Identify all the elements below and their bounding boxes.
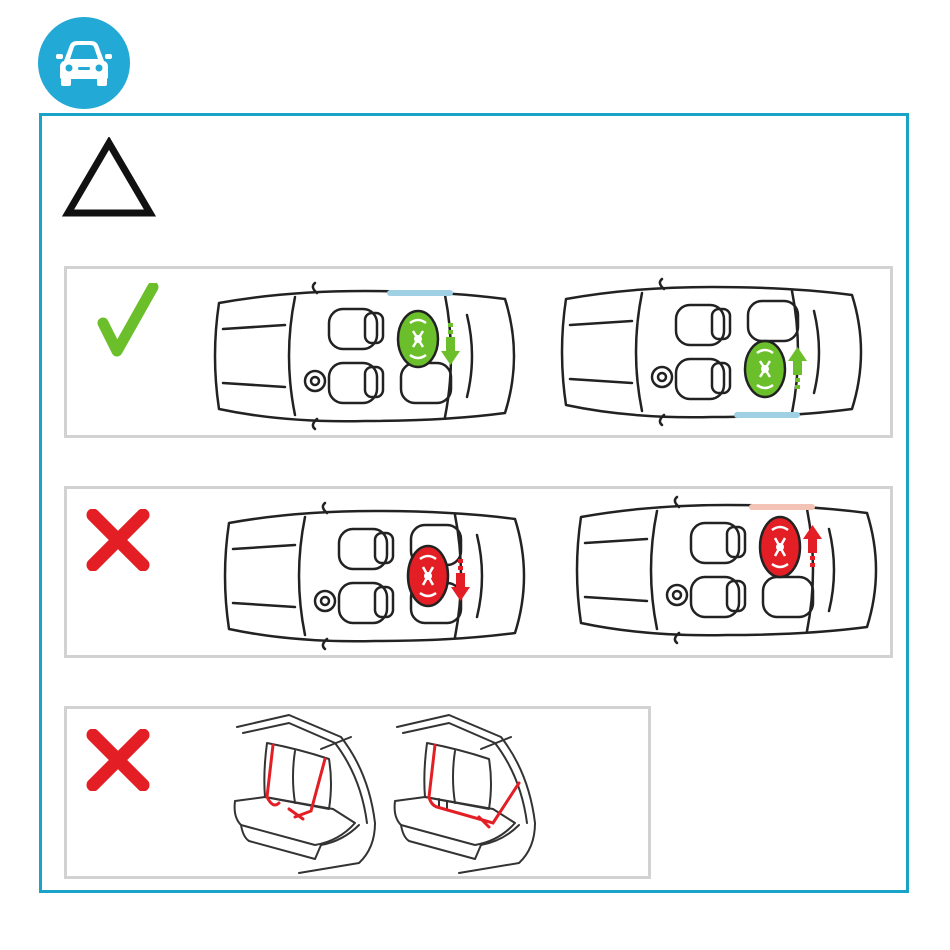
cross-icon — [85, 729, 151, 791]
car-topview-rear-facing-seat-ok — [205, 281, 525, 431]
rear-bench-belt-illustration-2 — [389, 713, 549, 875]
car-topview-forward-facing-seat-ok — [552, 277, 872, 427]
panel-correct-front-seat — [64, 266, 893, 438]
panel-incorrect-belt-routing — [64, 706, 651, 879]
warning-triangle-icon — [62, 137, 156, 219]
car-topview-rear-facing-seat-wrong — [215, 501, 535, 651]
checkmark-icon — [97, 283, 161, 359]
car-topview-forward-facing-seat-wrong — [567, 495, 887, 645]
cross-icon — [85, 509, 151, 571]
car-badge-icon — [38, 17, 130, 109]
rear-bench-belt-illustration-1 — [229, 713, 384, 875]
panel-incorrect-front-seat — [64, 486, 893, 658]
